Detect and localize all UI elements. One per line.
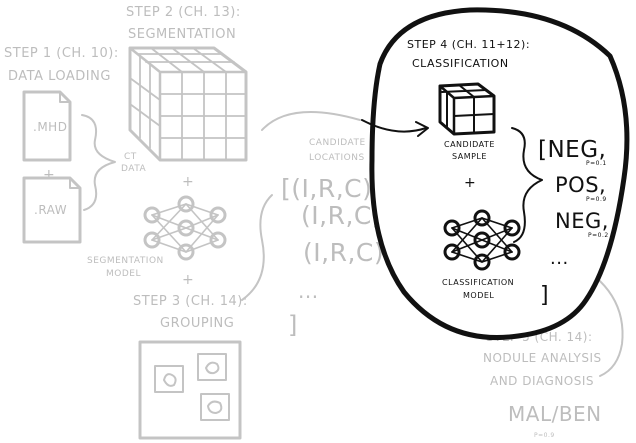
step5-group: STEP 5 (CH. 14): NODULE ANALYSIS AND DIA… — [483, 259, 624, 439]
step4-group: STEP 4 (CH. 11+12): CLASSIFICATION CANDI… — [361, 7, 630, 341]
cube-to-step4-arrow — [261, 111, 361, 131]
raw-file-icon — [22, 176, 82, 244]
result-ellipsis: ... — [550, 248, 569, 269]
mhd-file-label: .MHD — [33, 120, 67, 134]
step4-brace — [511, 127, 543, 243]
step1-brace — [81, 114, 116, 211]
candidate-label-1: CANDIDATE — [309, 138, 366, 148]
segmentation-model-icon — [143, 195, 227, 261]
step4-subtitle: CLASSIFICATION — [412, 57, 509, 70]
result-close-bracket: ] — [540, 283, 549, 308]
step2-plus: + — [182, 174, 194, 190]
step2-group: STEP 2 (CH. 13): SEGMENTATION CT DATA + — [87, 5, 248, 288]
ct-cube-icon — [128, 46, 248, 162]
step5-probability: P=0.9 — [534, 432, 555, 439]
ct-label-2: DATA — [121, 164, 147, 174]
result-3-probability: P=0.2 — [588, 232, 609, 239]
result-2-probability: P=0.9 — [586, 196, 607, 203]
candidate-close-bracket: ] — [288, 311, 298, 339]
step3-subtitle: GROUPING — [160, 316, 234, 331]
candidate-row-3: (I,R,C), — [303, 238, 393, 267]
classification-model-label-1: CLASSIFICATION — [442, 278, 514, 287]
mhd-file-icon — [22, 90, 72, 162]
step1-group: STEP 1 (CH. 10): DATA LOADING .MHD + .RA… — [4, 46, 119, 244]
raw-file-fold — [69, 177, 81, 189]
step4-highlight-outline — [369, 7, 630, 341]
grouping-image-icon — [138, 340, 242, 440]
step1-subtitle: DATA LOADING — [8, 69, 111, 84]
result-1: [NEG, — [538, 137, 606, 163]
candidate-sample-cube-icon — [438, 82, 496, 136]
raw-file-label: .RAW — [34, 203, 67, 217]
candidate-label-2: LOCATIONS — [309, 153, 365, 163]
step5-result: MAL/BEN — [508, 402, 602, 426]
result-2: POS, — [555, 173, 606, 197]
step2-to-step3-plus: + — [182, 272, 194, 288]
classification-model-icon — [443, 209, 521, 271]
step5-subtitle-1: NODULE ANALYSIS — [483, 351, 602, 365]
ct-label-1: CT — [124, 152, 137, 162]
candidates-to-step4-arrow — [361, 119, 427, 133]
step3-group: STEP 3 (CH. 14): GROUPING — [133, 294, 248, 440]
step1-title: STEP 1 (CH. 10): — [4, 46, 119, 61]
candidate-row-1: [(I,R,C), — [281, 174, 381, 203]
result-3: NEG, — [555, 209, 609, 233]
step1-plus: + — [43, 167, 55, 183]
candidate-sample-label-2: SAMPLE — [452, 152, 487, 161]
step4-title: STEP 4 (CH. 11+12): — [407, 38, 530, 51]
result-1-probability: P=0.1 — [586, 160, 607, 167]
candidates-to-step4-arrowhead — [415, 121, 429, 137]
segmentation-model-label-1: SEGMENTATION — [87, 256, 164, 266]
step2-title: STEP 2 (CH. 13): — [126, 5, 241, 20]
seg-to-candidates-arrow — [241, 194, 273, 301]
segmentation-model-label-2: MODEL — [106, 269, 141, 279]
classification-model-label-2: MODEL — [463, 291, 494, 300]
step2-subtitle: SEGMENTATION — [128, 27, 236, 42]
step5-subtitle-2: AND DIAGNOSIS — [490, 374, 594, 388]
candidate-sample-label-1: CANDIDATE — [444, 140, 495, 149]
mhd-file-fold — [59, 91, 71, 103]
step3-title: STEP 3 (CH. 14): — [133, 294, 248, 309]
candidate-ellipsis: ... — [298, 279, 319, 303]
step4-plus: + — [464, 175, 476, 191]
